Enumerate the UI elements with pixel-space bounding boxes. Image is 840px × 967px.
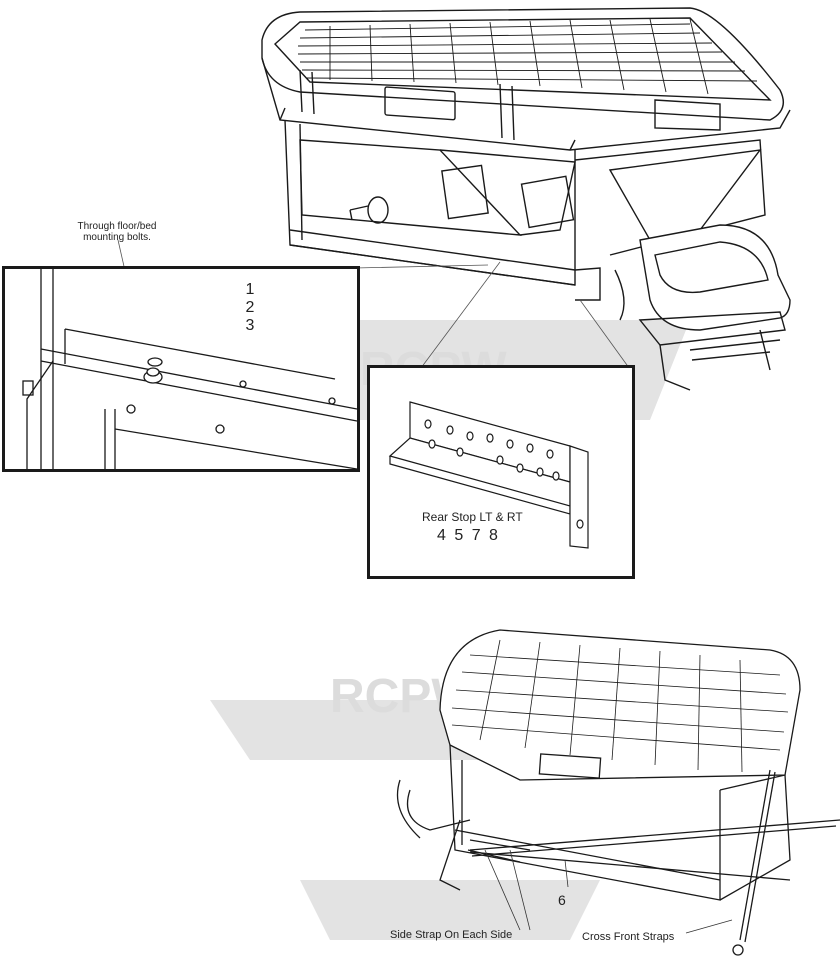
- item-number-6: 6: [558, 892, 566, 908]
- through-floor-label: Through floor/bed mounting bolts.: [62, 221, 172, 243]
- through-floor-line-1: Through floor/bed: [77, 221, 157, 232]
- item-number-1: 1: [245, 281, 255, 298]
- side-strap-label: Side Strap On Each Side: [390, 929, 513, 941]
- rear-stop-label: Rear Stop LT & RT: [422, 510, 523, 524]
- cross-front-label: Cross Front Straps: [582, 931, 675, 943]
- inset-mounting-bolts: [2, 266, 360, 472]
- item-number-3: 3: [245, 317, 255, 334]
- rear-stop-drawing: [388, 401, 589, 549]
- through-floor-line-2: mounting bolts.: [83, 232, 151, 243]
- rear-stop-numbers: 4 5 7 8: [437, 527, 498, 544]
- inset-rear-stop: [367, 365, 635, 579]
- bottom-spreader: [396, 629, 840, 956]
- top-spreader: [261, 7, 791, 391]
- inset-mounting-drawing: [22, 269, 358, 470]
- bottom-leaders: [484, 849, 733, 934]
- item-number-2: 2: [245, 299, 255, 316]
